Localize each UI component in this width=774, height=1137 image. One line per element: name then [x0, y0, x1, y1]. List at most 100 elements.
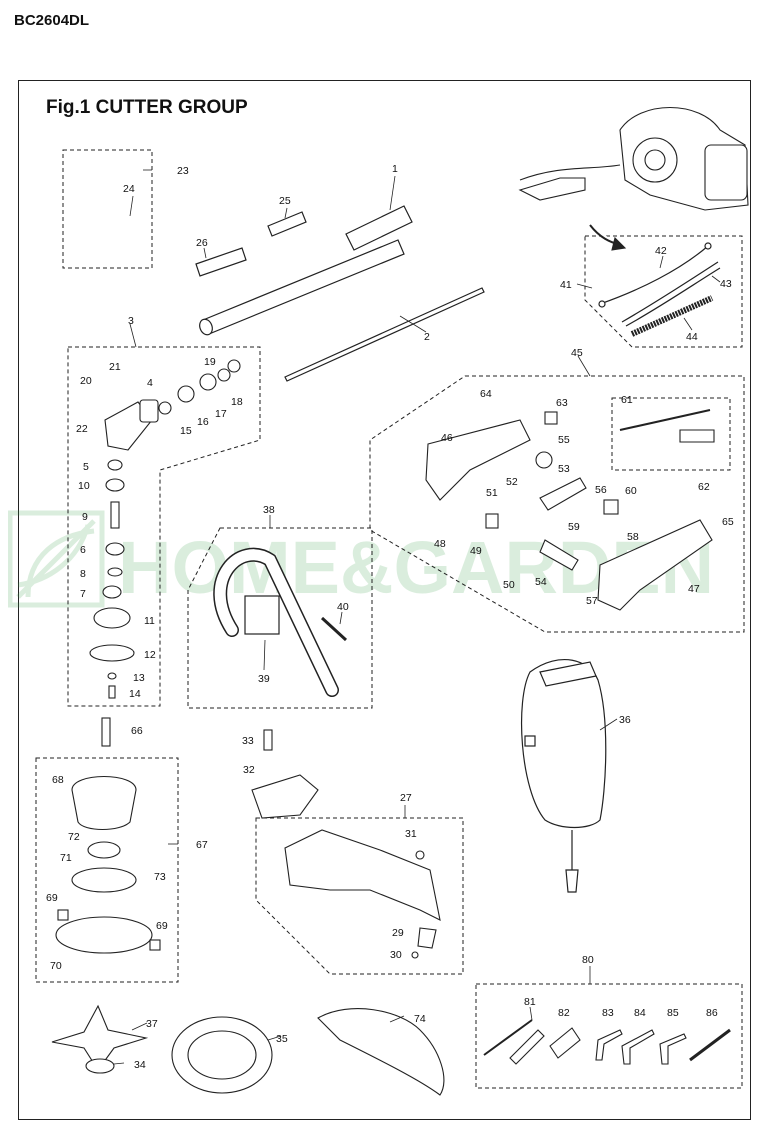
- part-number: 39: [258, 673, 270, 685]
- part-number: 5: [83, 461, 89, 473]
- part-number: 6: [80, 544, 86, 556]
- group-box-80: [475, 983, 743, 1089]
- blade-and-accessories-sketch: [51, 1004, 445, 1096]
- part-number: 67: [196, 839, 208, 851]
- part-number: 70: [50, 960, 62, 972]
- part-number: 24: [123, 183, 135, 195]
- part-number: 85: [667, 1007, 679, 1019]
- guard-sketch: [284, 829, 441, 959]
- part-number: 58: [627, 531, 639, 543]
- part-number: 57: [586, 595, 598, 607]
- part-number: 73: [154, 871, 166, 883]
- part-number: 4: [147, 377, 153, 389]
- part-number: 48: [434, 538, 446, 550]
- part-number: 51: [486, 487, 498, 499]
- leader-lines: [113, 169, 721, 1065]
- part-number: 11: [144, 615, 155, 627]
- engine-sketch: [518, 106, 749, 251]
- part-number: 54: [535, 576, 547, 588]
- part-number: 29: [392, 927, 404, 939]
- trimmer-head-sketch: [55, 775, 161, 954]
- part-number: 15: [180, 425, 192, 437]
- cables-sketch: [598, 242, 721, 337]
- part-number: 40: [337, 601, 349, 613]
- bracket-sketch: [251, 729, 319, 819]
- part-number: 80: [582, 954, 594, 966]
- part-number: 69: [156, 920, 168, 932]
- part-number: 30: [390, 949, 402, 961]
- group-box-23: [62, 149, 153, 269]
- part-number: 62: [698, 481, 710, 493]
- part-number: 65: [722, 516, 734, 528]
- leaf-logo-icon: [8, 510, 105, 608]
- part-number: 26: [196, 237, 208, 249]
- part-number: 64: [480, 388, 492, 400]
- part-number: 44: [686, 331, 698, 343]
- part-number: 68: [52, 774, 64, 786]
- part-number: 72: [68, 831, 80, 843]
- part-number: 84: [634, 1007, 646, 1019]
- part-number: 3: [128, 315, 134, 327]
- part-number: 43: [720, 278, 732, 290]
- part-number: 71: [60, 852, 72, 864]
- part-number: 45: [571, 347, 583, 359]
- handle-sketch: [213, 547, 348, 697]
- model-code: BC2604DL: [14, 12, 90, 29]
- tools-sketch: [483, 1019, 731, 1065]
- part-number-labels: 1 2 3 4 5 6 7 8 9 10 11 12 13 14 15 16 1…: [46, 163, 734, 1071]
- part-number: 37: [146, 1018, 158, 1030]
- part-number: 16: [197, 416, 209, 428]
- part-number: 21: [109, 361, 121, 373]
- part-number: 60: [625, 485, 637, 497]
- part-number: 22: [76, 423, 88, 435]
- part-number: 52: [506, 476, 518, 488]
- part-number: 50: [503, 579, 515, 591]
- group-box-38: [187, 527, 373, 709]
- part-number: 59: [568, 521, 580, 533]
- part-number: 86: [706, 1007, 718, 1019]
- part-number: 33: [242, 735, 254, 747]
- part-number: 36: [619, 714, 631, 726]
- part-number: 25: [279, 195, 291, 207]
- part-number: 19: [204, 356, 216, 368]
- group-box-67: [35, 757, 179, 983]
- gear-head-sketch: [89, 359, 241, 747]
- part-number: 82: [558, 1007, 570, 1019]
- handle-housing-sketch: [425, 409, 715, 611]
- part-number: 61: [621, 394, 633, 406]
- part-number: 31: [405, 828, 417, 840]
- part-number: 1: [392, 163, 398, 175]
- part-number: 12: [144, 649, 156, 661]
- part-number: 47: [688, 583, 700, 595]
- diagram-frame: [18, 80, 751, 1120]
- part-number: 69: [46, 892, 58, 904]
- drive-shaft-shape: [284, 287, 485, 382]
- part-number: 81: [524, 996, 536, 1008]
- group-box-62: [611, 397, 731, 471]
- part-number: 49: [470, 545, 482, 557]
- part-number: 55: [558, 434, 570, 446]
- outer-tube-end: [199, 318, 213, 336]
- part-number: 38: [263, 504, 275, 516]
- part-number: 23: [177, 165, 189, 177]
- sleeve-1-shape: [345, 205, 413, 251]
- part-number: 32: [243, 764, 255, 776]
- part-number: 53: [558, 463, 570, 475]
- part-number: 7: [80, 588, 86, 600]
- sleeve-26-shape: [195, 247, 247, 277]
- part-number: 42: [655, 245, 667, 257]
- figure-title: Fig.1 CUTTER GROUP: [46, 97, 248, 118]
- part-number: 17: [215, 408, 227, 420]
- part-number: 10: [78, 480, 90, 492]
- part-number: 63: [556, 397, 568, 409]
- part-number: 13: [133, 672, 145, 684]
- part-number: 34: [134, 1059, 146, 1071]
- part-number: 56: [595, 484, 607, 496]
- sleeve-25-shape: [267, 211, 307, 237]
- group-box-3: [67, 346, 261, 707]
- part-number: 14: [129, 688, 141, 700]
- part-number: 9: [82, 511, 88, 523]
- group-box-27: [255, 817, 464, 975]
- part-number: 18: [231, 396, 243, 408]
